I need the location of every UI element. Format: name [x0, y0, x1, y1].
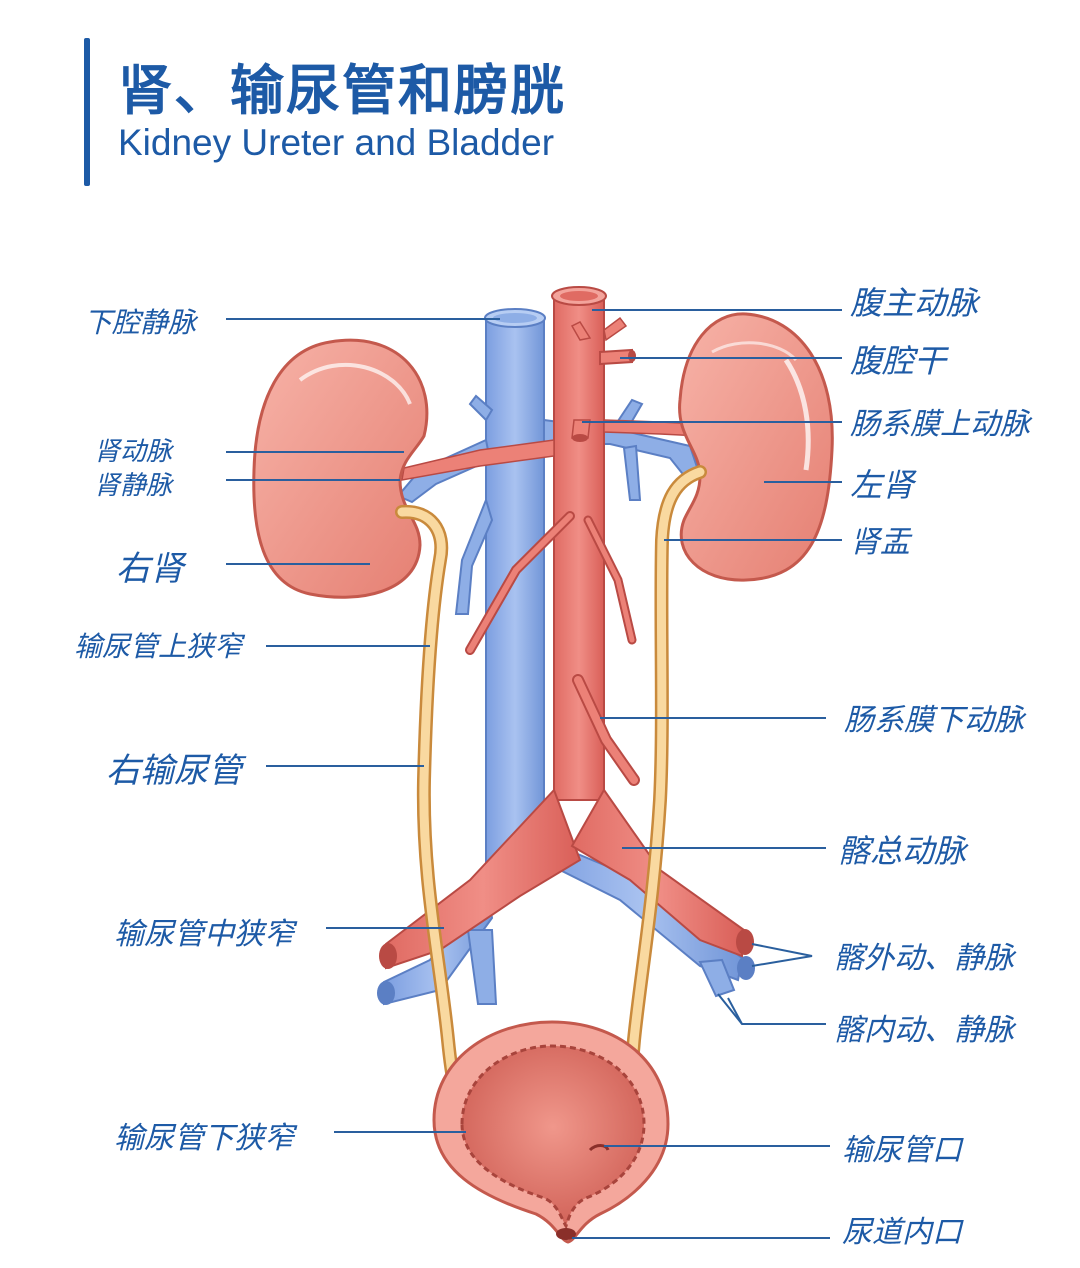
label-right-kidney: 右肾: [116, 549, 187, 589]
right-ureter: [395, 504, 475, 1137]
left-ureter: [609, 465, 707, 1117]
bladder: [432, 1020, 670, 1244]
label-right-ureter: 右输尿管: [106, 751, 247, 791]
label-renal-vein: 肾静脉: [94, 471, 175, 501]
leader-lines: [226, 309, 842, 1239]
header-accent-bar: [84, 38, 90, 186]
label-upper-stricture: 输尿管上狭窄: [74, 630, 246, 663]
label-ivc: 下腔静脉: [84, 306, 199, 339]
label-common-iliac: 髂总动脉: [838, 832, 969, 870]
label-internal-urethral-orifice: 尿道内口: [842, 1215, 964, 1250]
labels-left: 下腔静脉 肾动脉 肾静脉 右肾 输尿管上狭窄 右输尿管 输尿管中狭窄 输尿管下狭…: [74, 306, 298, 1156]
right-kidney: [252, 338, 429, 599]
label-celiac-trunk: 腹腔干: [850, 342, 949, 380]
label-lower-stricture: 输尿管下狭窄: [114, 1121, 298, 1156]
label-ima: 肠系膜下动脉: [844, 703, 1027, 738]
label-left-kidney: 左肾: [850, 466, 917, 504]
page-subtitle: Kidney Ureter and Bladder: [118, 122, 555, 163]
label-renal-artery: 肾动脉: [94, 437, 175, 467]
page-title: 肾、输尿管和膀胱: [118, 59, 566, 122]
label-ureteral-orifice: 输尿管口: [842, 1133, 964, 1168]
labels-right: 腹主动脉 腹腔干 肠系膜上动脉 左肾 肾盂 肠系膜下动脉 髂总动脉 髂外动、静脉…: [834, 284, 1033, 1250]
left-kidney: [678, 312, 834, 582]
label-renal-pelvis: 肾盂: [850, 525, 913, 560]
label-internal-iliac: 髂内动、静脉: [834, 1013, 1017, 1048]
label-aorta: 腹主动脉: [850, 284, 981, 322]
label-external-iliac: 髂外动、静脉: [834, 941, 1017, 976]
label-sma: 肠系膜上动脉: [850, 407, 1033, 442]
label-middle-stricture: 输尿管中狭窄: [114, 917, 298, 952]
